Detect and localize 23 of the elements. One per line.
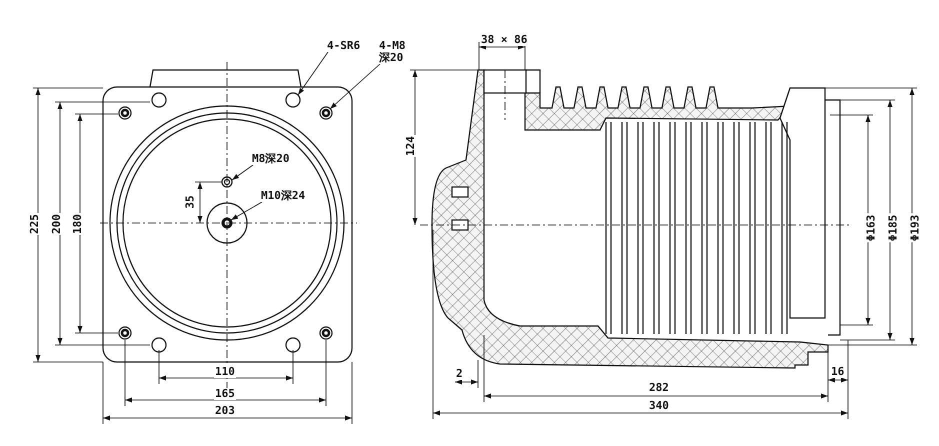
- dimension-label: 340: [648, 400, 670, 412]
- dimension-label: 110: [214, 366, 236, 378]
- dimension-label: 282: [648, 382, 670, 394]
- dimension-label: 38 × 86: [480, 34, 528, 46]
- dimension-label: 124: [404, 135, 417, 157]
- callout-text: M10深24: [260, 190, 306, 202]
- dimension-label: 225: [28, 213, 41, 235]
- dimension-label: 200: [50, 213, 63, 235]
- dimension-label: 165: [214, 388, 236, 400]
- dimension-label: 35: [184, 194, 197, 210]
- leader-line: [230, 202, 262, 220]
- dimension-label: Φ193: [909, 214, 922, 242]
- dimension-label: Φ185: [887, 214, 900, 242]
- callout-text: M8深20: [251, 153, 290, 165]
- dimension-label: 2: [455, 368, 464, 380]
- dimension-label: Φ163: [865, 214, 878, 242]
- leader-line: [298, 52, 328, 96]
- leader-line: [330, 64, 380, 110]
- dimension-label: 16: [830, 366, 846, 378]
- leader-line: [232, 164, 254, 180]
- dimension-label: 203: [214, 405, 236, 417]
- dimension-label: 180: [72, 213, 84, 235]
- callout-text: 4-SR6: [326, 40, 362, 52]
